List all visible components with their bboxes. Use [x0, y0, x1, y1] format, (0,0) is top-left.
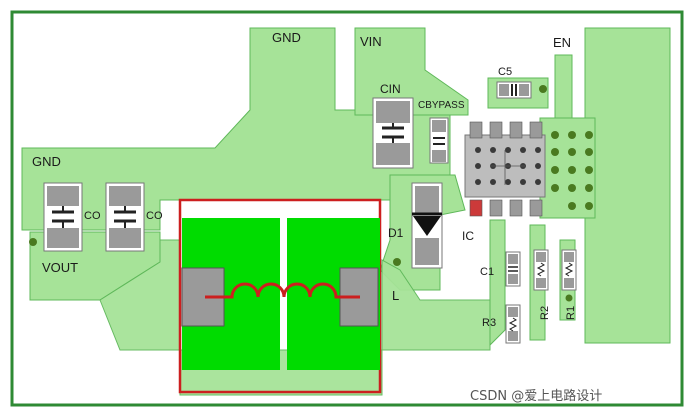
label-r3: R3 — [482, 317, 496, 329]
label-gnd-left: GND — [32, 154, 61, 169]
label-c1: C1 — [480, 266, 494, 278]
label-r2: R2 — [539, 306, 551, 320]
label-ic: IC — [462, 229, 474, 243]
label-co-2: CO — [146, 210, 163, 222]
r2-resistor — [533, 249, 549, 291]
label-l: L — [392, 288, 399, 303]
label-vout: VOUT — [42, 260, 78, 275]
ic-package — [464, 121, 546, 217]
r1-resistor — [561, 249, 577, 302]
label-r1: R1 — [565, 306, 577, 320]
label-cin: CIN — [380, 82, 401, 96]
sw-via — [393, 258, 401, 266]
vout-via — [29, 238, 37, 246]
cbypass-capacitor — [429, 117, 449, 164]
label-vin: VIN — [360, 34, 382, 49]
c1-capacitor — [505, 251, 521, 287]
co-capacitor-1 — [43, 182, 83, 252]
label-en: EN — [553, 35, 571, 50]
vin-copper-pour — [354, 27, 469, 116]
cin-capacitor — [372, 97, 414, 169]
inductor-coil — [205, 282, 360, 299]
watermark: CSDN @爱上电路设计 — [470, 388, 602, 404]
r3-resistor — [505, 304, 521, 344]
d1-diode — [411, 182, 443, 269]
en-trace — [554, 54, 573, 119]
label-d1: D1 — [388, 226, 404, 240]
label-gnd-top: GND — [272, 30, 301, 45]
label-co-1: CO — [84, 210, 101, 222]
right-copper-pour — [584, 27, 671, 344]
label-c5: C5 — [498, 66, 512, 78]
c5-capacitor — [496, 81, 547, 99]
gnd-copper-pour — [21, 27, 451, 231]
label-cbypass: CBYPASS — [418, 100, 465, 111]
co-capacitor-2 — [105, 182, 145, 252]
thermal-via-array — [551, 131, 593, 210]
